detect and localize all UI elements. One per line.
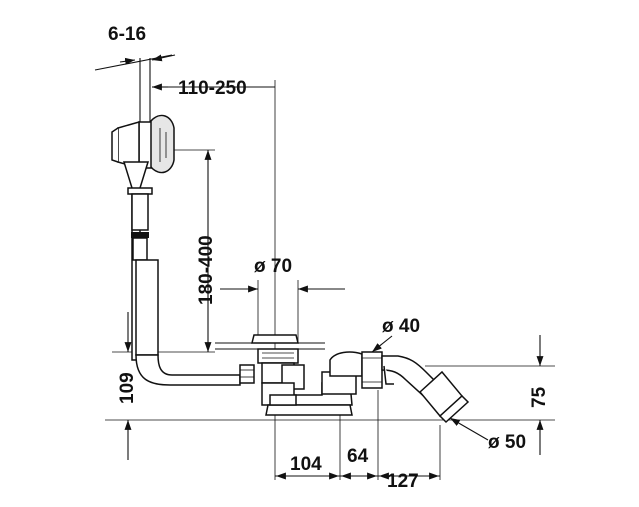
label-drain-diameter: ø 70 [254, 256, 292, 277]
label-drain-to-siphon: 104 [290, 454, 322, 475]
siphon-trap [261, 351, 383, 416]
label-overflow-height: 180-400 [196, 235, 217, 305]
outlet-pipe [381, 355, 470, 424]
drain-head [215, 334, 325, 390]
overflow-pipe [122, 161, 241, 386]
label-trap-height: 109 [117, 372, 138, 404]
waste-overflow-assembly [111, 58, 470, 424]
label-overflow-to-drain: 110-250 [178, 78, 247, 99]
dimension-labels: 6-16 110-250 180-400 ø 70 ø 40 ø 50 109 … [108, 24, 550, 492]
label-siphon-spacing: 64 [347, 446, 369, 467]
label-siphon-diameter: ø 40 [382, 316, 420, 337]
dimension-arrows [94, 54, 544, 480]
label-siphon-to-outlet: 127 [387, 471, 419, 492]
label-outlet-height: 75 [529, 386, 550, 408]
label-overflow-clearance: 6-16 [108, 24, 146, 45]
label-outlet-diameter: ø 50 [488, 432, 526, 453]
